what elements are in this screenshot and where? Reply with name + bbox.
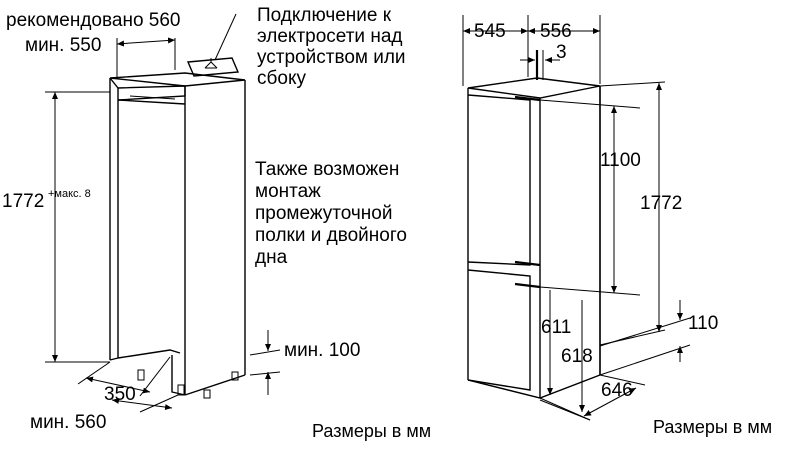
dim-1100-label: 1100 <box>600 150 641 171</box>
recommended-width-label: рекомендовано 560 <box>6 10 181 31</box>
dim-3-label: 3 <box>556 42 567 63</box>
plug-icon <box>204 58 218 69</box>
min-bottom-label: мин. 100 <box>284 340 360 361</box>
units-note-left: Размеры в мм <box>312 421 431 441</box>
dim-1772-label: 1772 <box>640 193 682 214</box>
foot-icon <box>137 369 145 381</box>
electric-note-line-3: устройством или <box>257 47 406 68</box>
electric-note-line-2: электросети над <box>257 26 402 47</box>
left-dimension-lines <box>45 13 281 413</box>
shelf-note-line-1: Также возможен <box>255 159 399 180</box>
shelf-note-line-4: полки и двойного <box>255 225 407 246</box>
dim-110-label: 110 <box>688 313 718 334</box>
shelf-note-line-3: промежуточной <box>255 203 392 224</box>
door-handle-upper <box>514 95 541 102</box>
electric-note-line-1: Подключение к <box>257 5 392 26</box>
electric-note-line-4: сбоку <box>257 68 306 89</box>
dim-611-label: 611 <box>541 317 571 338</box>
right-dimension-lines <box>462 15 691 421</box>
shelf-note-line-2: монтаж <box>255 181 321 202</box>
min-depth-label: мин. 560 <box>30 412 106 433</box>
units-note-right: Размеры в мм <box>653 417 772 437</box>
shelf-note-line-5: дна <box>255 247 288 268</box>
dim-545-label: 545 <box>474 21 506 42</box>
min-width-label: мин. 550 <box>25 35 101 56</box>
dim-646-label: 646 <box>601 380 633 401</box>
shelf-note: Также возможен монтаж промежуточной полк… <box>255 159 407 268</box>
depth-350-label: 350 <box>104 384 136 405</box>
height-tolerance-label: +макс. 8 <box>48 188 91 200</box>
height-label: 1772 <box>2 191 44 212</box>
appliance-drawing <box>467 50 601 399</box>
dim-618-label: 618 <box>561 346 593 367</box>
cabinet-niche-drawing <box>109 57 246 399</box>
dim-556-label: 556 <box>540 21 572 42</box>
door-handle-lower <box>514 282 541 289</box>
electric-connection-note: Подключение к электросети над устройство… <box>257 5 406 89</box>
